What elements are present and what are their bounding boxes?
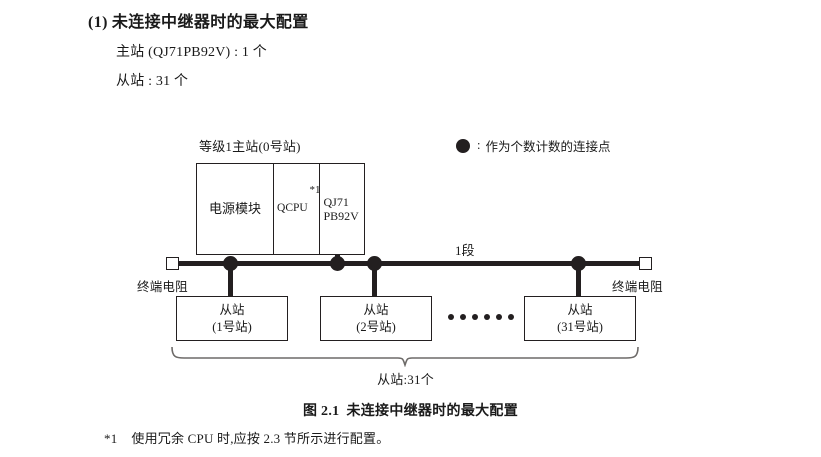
connection-node bbox=[223, 256, 238, 271]
section-number: (1) bbox=[88, 14, 108, 31]
terminal-resistor-right-icon bbox=[639, 257, 652, 270]
slave-drop-line bbox=[372, 266, 377, 297]
master-module-line2: PB92V bbox=[323, 209, 359, 223]
slave-station-box: 从站 (31号站) bbox=[524, 296, 636, 341]
cpu-footnote-marker: *1 bbox=[309, 184, 321, 196]
master-module-cell: QJ71 PB92V bbox=[320, 164, 364, 254]
ellipsis-dots-icon bbox=[448, 314, 514, 320]
slave-group-caption-text: 从站:31个 bbox=[377, 372, 434, 387]
footnote: *1 使用冗余 CPU 时,应按 2.3 节所示进行配置。 bbox=[104, 428, 389, 447]
page-title: (1)未连接中继器时的最大配置 bbox=[88, 8, 788, 32]
power-module-cell: 电源模块 bbox=[197, 164, 275, 254]
master-module-label: QJ71 PB92V bbox=[324, 195, 359, 223]
cpu-module-label: QCPU bbox=[277, 202, 308, 215]
ellipsis-dot bbox=[496, 314, 502, 320]
legend-colon: : bbox=[477, 138, 481, 152]
legend-label: 作为个数计数的连接点 bbox=[485, 140, 611, 154]
cpu-module-cell: QCPU *1 bbox=[274, 164, 321, 254]
spec-master-station: 主站 (QJ71PB92V) : 1 个 bbox=[116, 45, 268, 60]
ellipsis-dot bbox=[448, 314, 454, 320]
slave-station-box: 从站 (1号站) bbox=[176, 296, 288, 341]
terminal-resistor-right-label: 终端电阻 bbox=[612, 280, 663, 294]
slave-station-name: 从站 bbox=[567, 302, 593, 317]
footnote-marker: *1 bbox=[104, 431, 118, 446]
terminal-resistor-left-icon bbox=[166, 257, 179, 270]
ellipsis-dot bbox=[484, 314, 490, 320]
slave-station-number: (2号站) bbox=[356, 319, 396, 334]
terminal-resistor-left-label: 终端电阻 bbox=[137, 280, 188, 294]
slave-drop-line bbox=[576, 266, 581, 297]
connection-node bbox=[330, 256, 345, 271]
heading-section: (1)未连接中继器时的最大配置 主站 (QJ71PB92V) : 1 个 从站 … bbox=[88, 8, 788, 90]
master-module-rack: 电源模块 QCPU *1 QJ71 PB92V bbox=[196, 163, 365, 255]
slave-group-brace bbox=[171, 346, 639, 367]
legend: : 作为个数计数的连接点 bbox=[456, 136, 611, 155]
power-module-label: 电源模块 bbox=[209, 201, 262, 217]
ellipsis-dot bbox=[508, 314, 514, 320]
segment-label: 1段 bbox=[455, 243, 475, 258]
slave-station-number: (31号站) bbox=[557, 319, 603, 334]
legend-filled-circle-icon bbox=[456, 138, 470, 153]
slave-station-name: 从站 bbox=[363, 302, 389, 317]
figure-number: 图 2.1 bbox=[302, 404, 340, 419]
master-module-line1: QJ71 bbox=[323, 194, 349, 209]
slave-group-caption: 从站:31个 bbox=[0, 369, 821, 388]
figure-caption-text: 未连接中继器时的最大配置 bbox=[346, 404, 519, 419]
figure-caption: 图 2.1 未连接中继器时的最大配置 bbox=[0, 400, 821, 420]
ellipsis-dot bbox=[472, 314, 478, 320]
connection-node bbox=[367, 256, 382, 271]
slave-station-name: 从站 bbox=[219, 302, 245, 317]
ellipsis-dot bbox=[460, 314, 466, 320]
master-station-label: 等级1主站(0号站) bbox=[199, 139, 301, 154]
section-title-text: 未连接中继器时的最大配置 bbox=[111, 14, 309, 31]
spec-slave-station: 从站 : 31 个 bbox=[116, 74, 189, 89]
slave-station-box: 从站 (2号站) bbox=[320, 296, 432, 341]
bus-trunk-line bbox=[178, 261, 644, 266]
connection-node bbox=[571, 256, 586, 271]
slave-drop-line bbox=[228, 266, 233, 297]
footnote-text: 使用冗余 CPU 时,应按 2.3 节所示进行配置。 bbox=[131, 431, 390, 446]
slave-station-number: (1号站) bbox=[212, 319, 252, 334]
